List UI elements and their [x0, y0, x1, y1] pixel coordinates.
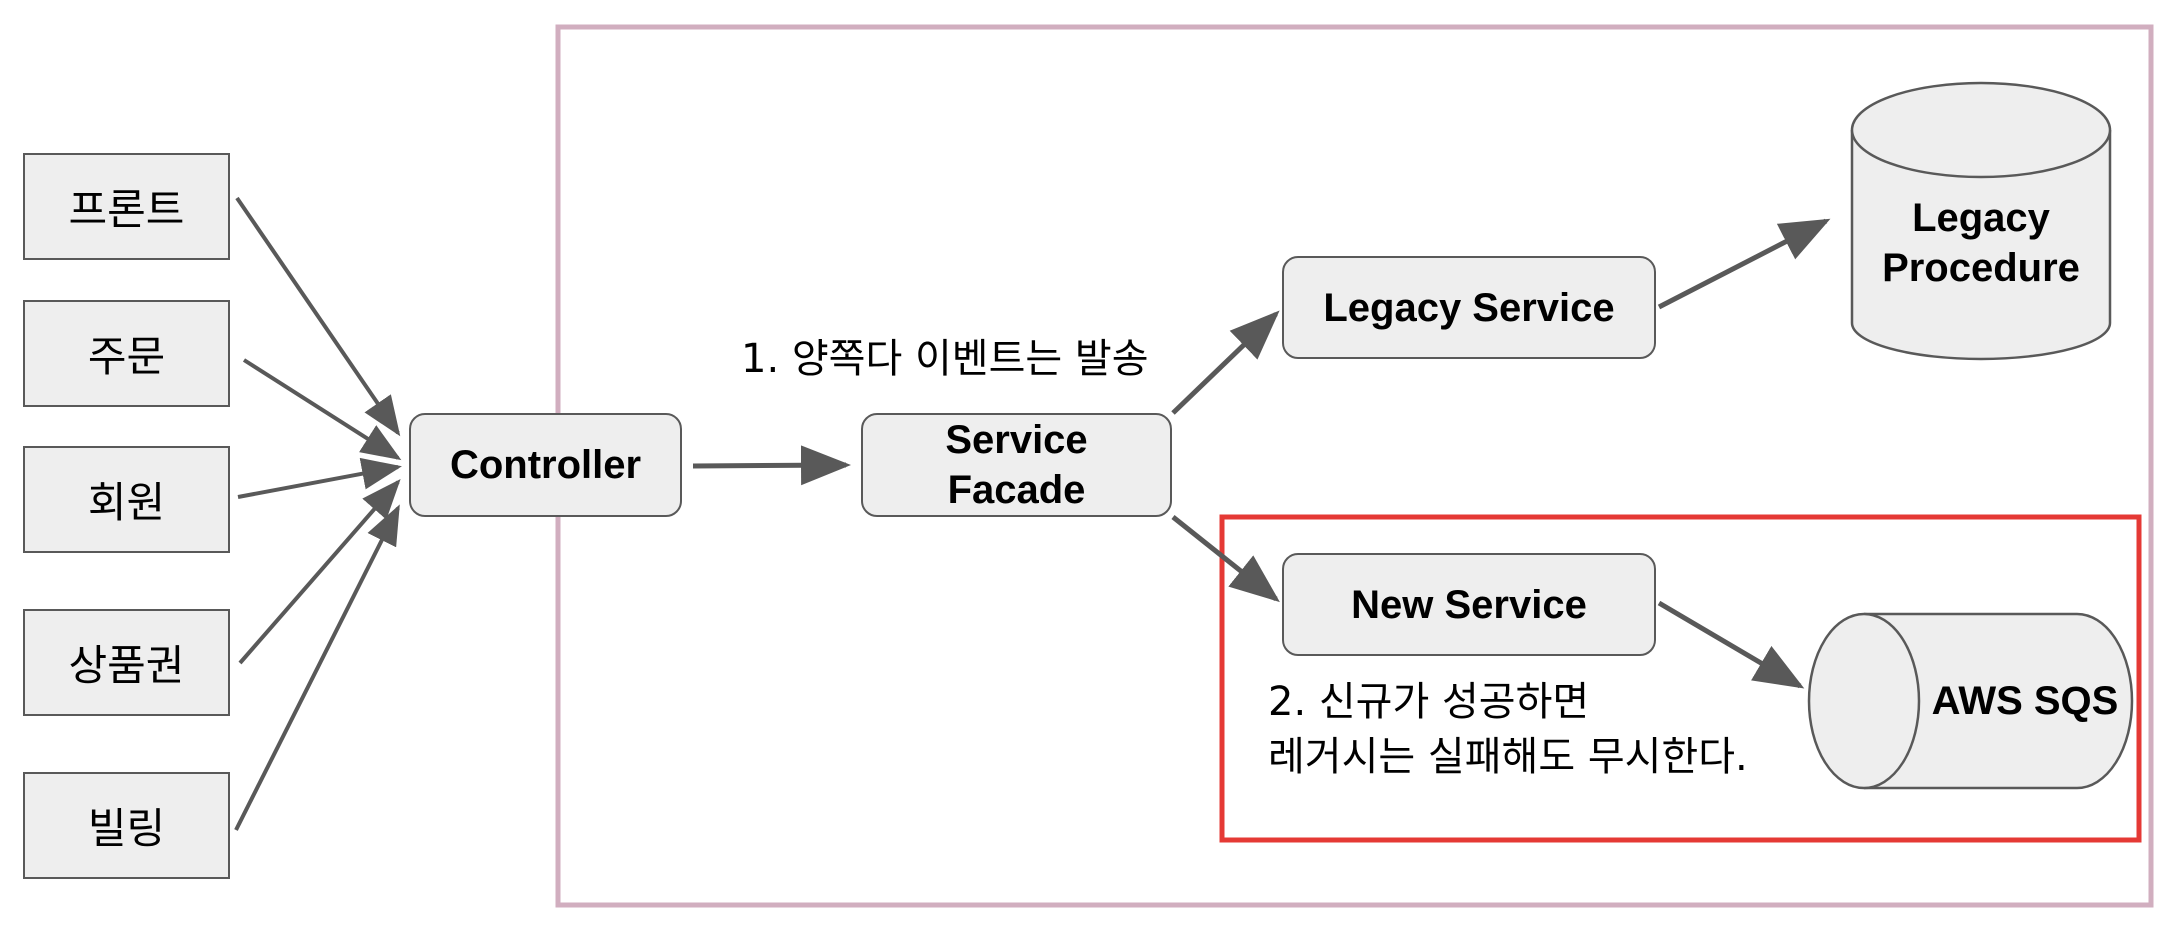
- aws-sqs-queue-shape: [1807, 612, 2134, 790]
- step1-annotation: 1. 양쪽다 이벤트는 발송: [741, 336, 1149, 382]
- arrow-facade-to-legacy-service: [1171, 310, 1280, 415]
- client-member-label: 회원: [87, 478, 166, 527]
- legacy-procedure-database-shape: [1850, 81, 2112, 361]
- client-order: 주문: [23, 300, 230, 407]
- arrow-facade-to-new-service: [1171, 515, 1280, 603]
- arrow-front-to-controller: [235, 196, 401, 437]
- arrow-new-service-to-sqs: [1657, 600, 1805, 689]
- controller-label: Controller: [449, 443, 642, 487]
- aws-sqs-label: AWS SQS: [1931, 679, 2119, 723]
- client-order-label: 주문: [87, 332, 166, 381]
- client-billing-label: 빌링: [87, 804, 166, 853]
- arrow-billing-to-controller: [234, 504, 400, 831]
- client-front-label: 프론트: [68, 185, 185, 234]
- step2-annotation-line1: 2. 신규가 성공하면: [1268, 679, 1590, 725]
- service-facade-label: Service Facade: [945, 418, 1088, 512]
- new-service-node: New Service: [1282, 553, 1656, 656]
- highlight-frame: [1219, 514, 2142, 843]
- new-service-label: New Service: [1351, 582, 1587, 627]
- arrow-member-to-controller: [237, 457, 402, 499]
- legacy-service-node: Legacy Service: [1282, 256, 1656, 359]
- client-billing: 빌링: [23, 772, 230, 879]
- arrow-legacy-service-to-procedure: [1657, 218, 1831, 310]
- client-member: 회원: [23, 446, 230, 553]
- arrow-controller-to-facade: [692, 445, 851, 486]
- legacy-service-label: Legacy Service: [1323, 285, 1615, 330]
- controller-node: Controller: [409, 413, 682, 517]
- service-facade-node: Service Facade: [861, 413, 1172, 517]
- arrow-order-to-controller: [242, 358, 402, 461]
- client-giftcard: 상품권: [23, 609, 230, 716]
- arrow-giftcard-to-controller: [238, 478, 401, 665]
- step2-annotation-line2: 레거시는 실패해도 무시한다.: [1268, 734, 1748, 780]
- legacy-procedure-label: Legacy Procedure: [1882, 196, 2080, 290]
- client-front: 프론트: [23, 153, 230, 260]
- client-giftcard-label: 상품권: [68, 641, 185, 690]
